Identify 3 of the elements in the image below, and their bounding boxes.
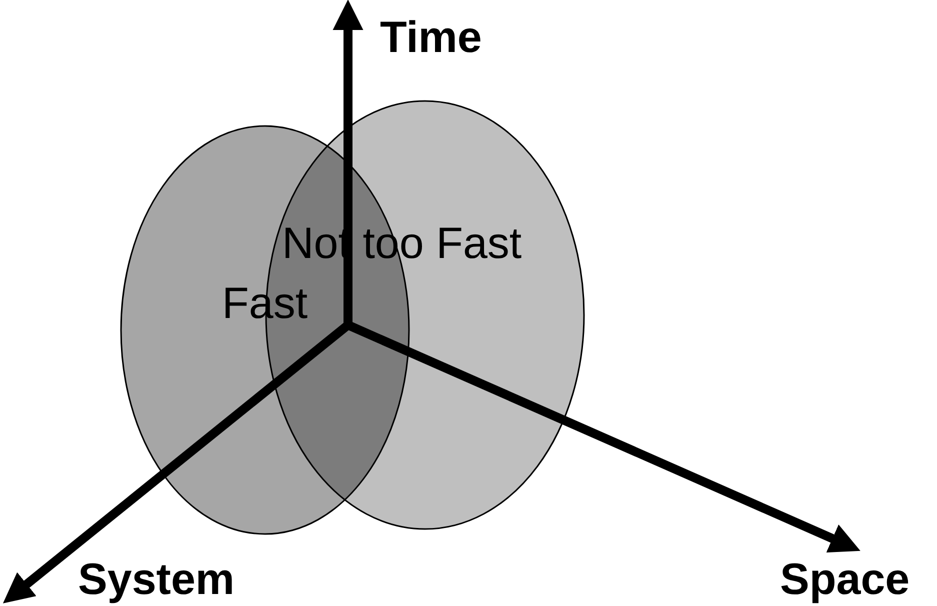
axis-label: Space — [780, 558, 910, 602]
axis-label: Time — [380, 16, 482, 60]
axis-label: System — [78, 558, 235, 602]
